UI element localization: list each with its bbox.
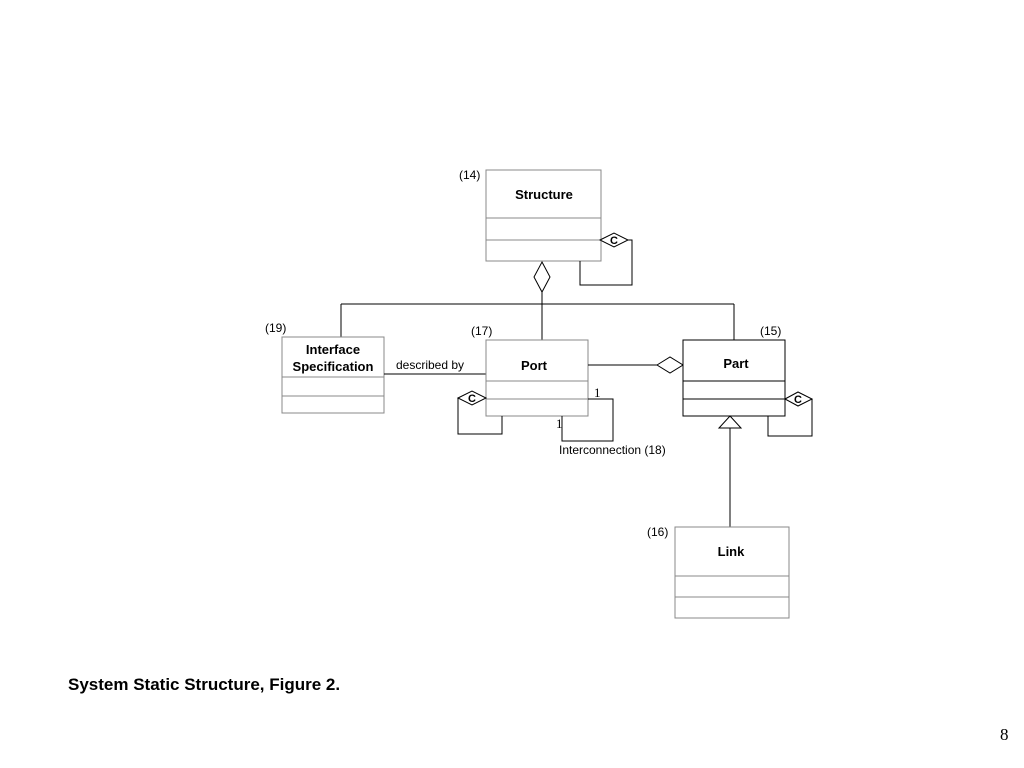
port-part-aggregation — [588, 356, 684, 374]
class-part-number: (15) — [760, 324, 781, 338]
class-port-name: Port — [521, 358, 548, 373]
class-interface-name-line2: Specification — [293, 359, 374, 374]
class-structure-name: Structure — [515, 187, 573, 202]
class-port-number: (17) — [471, 324, 492, 338]
interconnection-label: Interconnection (18) — [559, 443, 666, 457]
structure-aggregation — [340, 260, 735, 340]
interconnection-association: 1 1 — [556, 385, 614, 442]
described-by-label: described by — [396, 358, 464, 372]
part-constraint-c: C — [794, 394, 802, 406]
class-interface-name-line1: Interface — [306, 342, 360, 357]
structure-constraint-c: C — [610, 235, 618, 247]
class-link-number: (16) — [647, 525, 668, 539]
page-number: 8 — [1000, 725, 1009, 744]
link-part-generalization — [717, 415, 743, 527]
class-structure-number: (14) — [459, 168, 480, 182]
class-link-name: Link — [718, 544, 745, 559]
class-port[interactable]: Port — [485, 339, 589, 417]
interconnection-mult-top: 1 — [594, 385, 601, 400]
interconnection-mult-bottom: 1 — [556, 416, 563, 431]
class-part[interactable]: Part — [682, 339, 786, 417]
class-interface-specification[interactable]: Interface Specification — [281, 336, 385, 414]
port-constraint-loop: C — [456, 390, 503, 435]
figure-caption: System Static Structure, Figure 2. — [68, 675, 341, 694]
port-constraint-c: C — [468, 393, 476, 405]
class-link[interactable]: Link — [674, 526, 790, 619]
class-part-name: Part — [723, 356, 749, 371]
structure-constraint-loop: C — [579, 232, 633, 286]
class-structure[interactable]: Structure — [485, 169, 602, 262]
part-constraint-loop: C — [767, 391, 814, 437]
class-interface-number: (19) — [265, 321, 286, 335]
